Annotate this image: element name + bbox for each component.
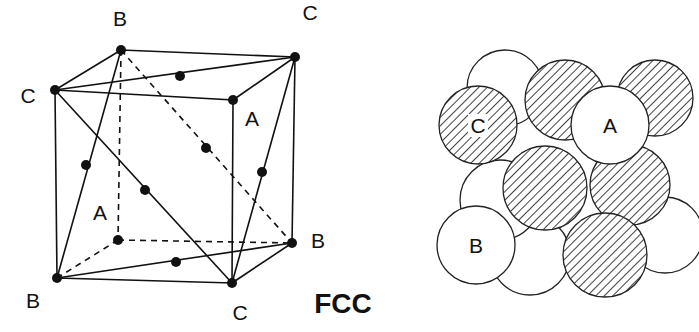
layer-label: A	[93, 202, 107, 223]
layer-label: B	[26, 290, 40, 311]
layer-label: A	[601, 114, 619, 137]
layer-label: C	[232, 302, 247, 323]
sphere: C	[438, 85, 518, 165]
layer-label: B	[311, 230, 325, 251]
layer-label: C	[20, 85, 35, 106]
atoms	[50, 45, 300, 288]
layer-label: C	[468, 114, 487, 137]
layer-label: C	[302, 2, 317, 23]
layer-label: B	[467, 234, 485, 257]
sphere: B	[436, 205, 516, 285]
layer-label: A	[245, 108, 259, 129]
lattice-name: FCC	[314, 290, 372, 318]
layer-label: B	[113, 8, 127, 29]
sphere: A	[570, 85, 650, 165]
cube	[55, 50, 295, 283]
